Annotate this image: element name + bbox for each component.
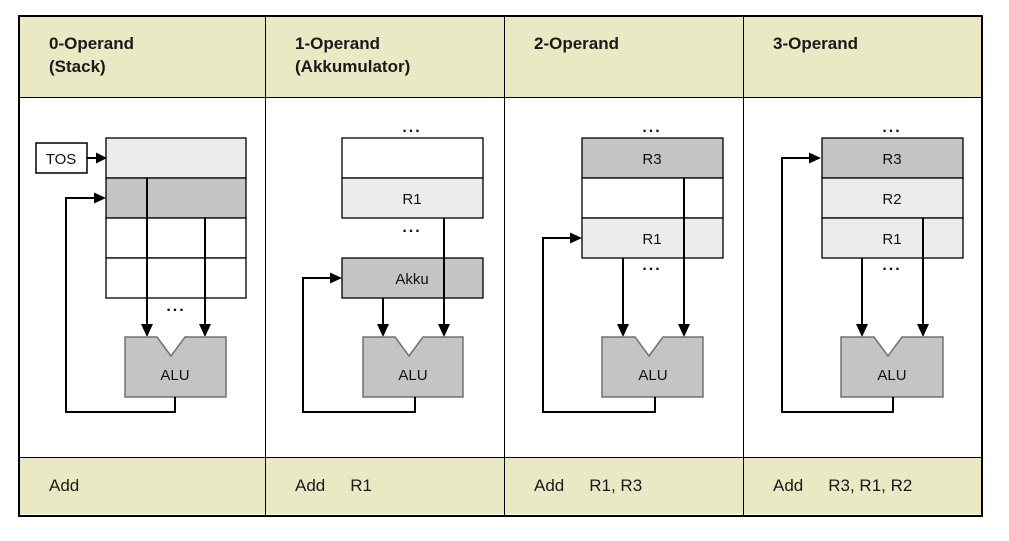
arrow-down-left-icon xyxy=(617,324,629,337)
feedback-arrow-icon xyxy=(330,272,342,284)
alu-label: ALU xyxy=(160,367,189,384)
arrow-down-right-icon xyxy=(199,324,211,337)
feedback-arrow-icon xyxy=(94,192,106,204)
arrow-down-right-icon xyxy=(917,324,929,337)
stack-cell-second xyxy=(105,177,247,219)
alu-label: ALU xyxy=(398,367,427,384)
instruction-verb: Add xyxy=(534,476,565,495)
instruction-verb: Add xyxy=(295,476,326,495)
alu-box xyxy=(601,336,704,398)
ellipsis-bottom: ... xyxy=(166,298,185,315)
arrow-down-left-icon xyxy=(856,324,868,337)
register-file: R3 R1 xyxy=(581,137,724,259)
feedback-line xyxy=(302,277,416,413)
header-line1: 2-Operand xyxy=(534,34,620,53)
instruction-operands: R1, R3 xyxy=(589,476,643,495)
column-1-operand: 1-Operand (Akkumulator) ... R1 ... Akku xyxy=(265,17,504,515)
instruction-verb: Add xyxy=(773,476,804,495)
tos-box xyxy=(35,142,88,174)
register-cell-r1 xyxy=(821,217,964,259)
header-line1: 1-Operand xyxy=(295,34,381,53)
ellipsis-middle: ... xyxy=(402,219,421,236)
ellipsis-top: ... xyxy=(402,119,421,136)
arrow-down-left-icon xyxy=(377,324,389,337)
feedback-line xyxy=(65,197,176,413)
three-operand-architecture-svg: ... R3 R2 R1 ... xyxy=(781,119,964,413)
register-cell-r1 xyxy=(341,177,484,219)
instruction-verb: Add xyxy=(49,476,80,495)
register-label-r3: R3 xyxy=(882,151,901,168)
header-0-operand: 0-Operand (Stack) xyxy=(20,17,265,98)
stack-cell-top xyxy=(105,137,247,179)
header-line1: 0-Operand xyxy=(49,34,135,53)
header-line2: (Stack) xyxy=(49,57,106,76)
operand-architecture-table: 0-Operand (Stack) TOS xyxy=(18,15,983,517)
register-label-r1: R1 xyxy=(402,191,421,208)
header-2-operand: 2-Operand xyxy=(505,17,743,98)
column-2-operand: 2-Operand ... R3 R1 ... xyxy=(504,17,743,515)
stack-architecture-svg: TOS ... ALU xyxy=(35,137,247,413)
stack-cell-fourth xyxy=(105,257,247,299)
header-3-operand: 3-Operand xyxy=(744,17,981,98)
feedback-line xyxy=(781,157,894,413)
arrow-down-left-icon xyxy=(141,324,153,337)
stack-cell-third xyxy=(105,217,247,259)
register-label-r1: R1 xyxy=(642,231,661,248)
tos-arrow-icon xyxy=(96,152,107,164)
akku-label: Akku xyxy=(395,271,428,288)
register-label-r3: R3 xyxy=(642,151,661,168)
header-line2: (Akkumulator) xyxy=(295,57,411,76)
instruction-0-operand: Add xyxy=(20,458,265,514)
register-file: R3 R2 R1 xyxy=(821,137,964,259)
ellipsis-top: ... xyxy=(642,119,661,136)
diagram-3-operand: ... R3 R2 R1 ... xyxy=(744,98,981,458)
diagram-0-operand: TOS ... ALU xyxy=(20,98,265,458)
alu-box xyxy=(124,336,227,398)
register-cell-blank xyxy=(341,137,484,179)
alu-box xyxy=(840,336,944,398)
register-label-r1: R1 xyxy=(882,231,901,248)
feedback-arrow-icon xyxy=(809,152,821,164)
arrow-down-right-icon xyxy=(438,324,450,337)
accumulator-architecture-svg: ... R1 ... Akku xyxy=(302,119,484,413)
instruction-2-operand: Add R1, R3 xyxy=(505,458,743,514)
diagram-1-operand: ... R1 ... Akku xyxy=(266,98,504,458)
register-file: R1 xyxy=(341,137,484,219)
alu-box xyxy=(362,336,464,398)
ellipsis-middle: ... xyxy=(882,257,901,274)
ellipsis-top: ... xyxy=(882,119,901,136)
tos-pointer: TOS xyxy=(35,142,107,174)
instruction-3-operand: Add R3, R1, R2 xyxy=(744,458,981,514)
column-3-operand: 3-Operand ... R3 R2 R1 ... xyxy=(743,17,981,515)
diagram-2-operand: ... R3 R1 ... ALU xyxy=(505,98,743,458)
register-cell-blank xyxy=(581,177,724,219)
register-stack xyxy=(105,137,247,299)
instruction-operands: R1 xyxy=(350,476,372,495)
arrow-down-right-icon xyxy=(678,324,690,337)
register-cell-r1 xyxy=(581,217,724,259)
two-operand-architecture-svg: ... R3 R1 ... ALU xyxy=(542,119,724,413)
header-line1: 3-Operand xyxy=(773,34,859,53)
akku-box xyxy=(341,257,484,299)
feedback-arrow-icon xyxy=(570,232,582,244)
tos-label: TOS xyxy=(46,151,77,168)
column-0-operand: 0-Operand (Stack) TOS xyxy=(20,17,265,515)
alu-label: ALU xyxy=(638,367,667,384)
alu-label: ALU xyxy=(877,367,906,384)
instruction-operands: R3, R1, R2 xyxy=(828,476,913,495)
feedback-line xyxy=(542,237,656,413)
ellipsis-middle: ... xyxy=(642,257,661,274)
instruction-1-operand: Add R1 xyxy=(266,458,504,514)
register-label-r2: R2 xyxy=(882,191,901,208)
header-1-operand: 1-Operand (Akkumulator) xyxy=(266,17,504,98)
register-cell-r2 xyxy=(821,177,964,219)
